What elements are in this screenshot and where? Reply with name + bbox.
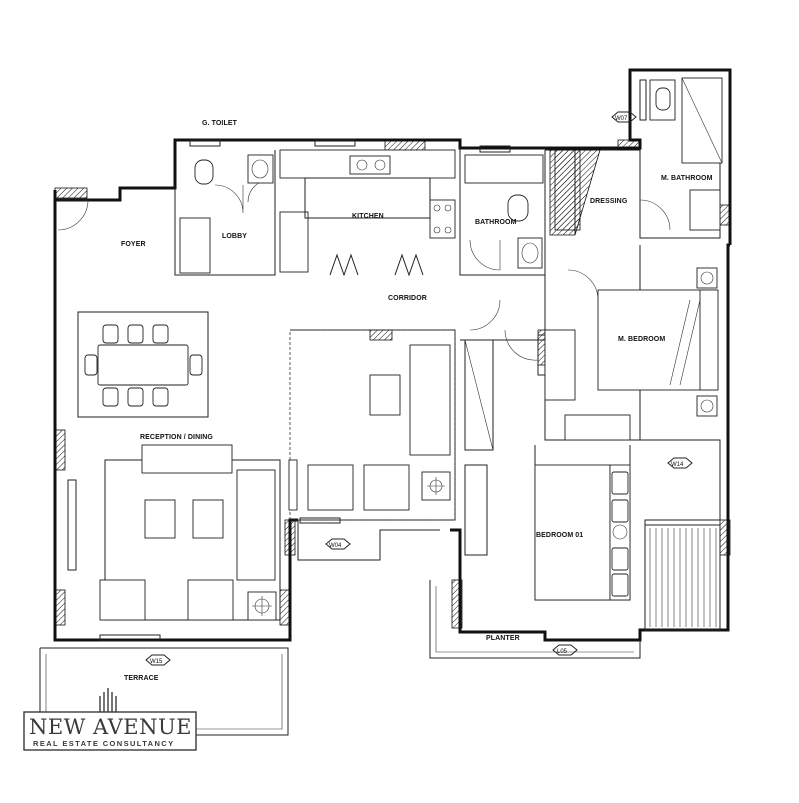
label-bathroom: BATHROOM xyxy=(475,219,517,226)
label-g-toilet: G. TOILET xyxy=(202,120,238,127)
bedroom-01-furniture xyxy=(534,464,631,601)
master-bedroom-furniture xyxy=(544,267,719,441)
label-foyer: FOYER xyxy=(121,241,146,248)
master-bathroom-fixtures xyxy=(649,77,723,231)
building-icon xyxy=(99,688,117,712)
tag-w07: W07 xyxy=(615,116,628,122)
label-bedroom-01: BEDROOM 01 xyxy=(536,532,583,539)
logo-tagline: REAL ESTATE CONSULTANCY xyxy=(33,739,175,748)
room-labels: G. TOILET LOBBY KITCHEN BATHROOM DRESSIN… xyxy=(121,120,713,682)
planter-outline xyxy=(429,579,641,659)
tag-w04: W04 xyxy=(329,543,342,549)
corridor-wardrobe xyxy=(464,339,494,556)
label-terrace: TERRACE xyxy=(124,675,159,682)
label-dressing: DRESSING xyxy=(590,198,628,205)
dressing-fixtures xyxy=(549,149,601,236)
opening-tags: W07 W14 W04 W15 L05 xyxy=(145,111,693,666)
living-room-furniture xyxy=(99,444,281,621)
family-room-furniture xyxy=(288,329,456,521)
doors xyxy=(57,179,671,361)
g-toilet-fixtures xyxy=(179,154,274,274)
windows xyxy=(67,79,647,642)
new-avenue-logo: NEW AVENUE REAL ESTATE CONSULTANCY xyxy=(23,688,197,751)
label-lobby: LOBBY xyxy=(222,233,247,240)
kitchen-fixtures xyxy=(279,149,456,273)
tag-w14: W14 xyxy=(671,462,684,468)
tag-l05: L05 xyxy=(557,649,568,655)
label-m-bathroom: M. BATHROOM xyxy=(661,175,713,182)
bathroom-fixtures xyxy=(464,154,544,269)
tag-w15: W15 xyxy=(150,659,163,665)
label-corridor: CORRIDOR xyxy=(388,295,427,302)
label-m-bedroom: M. BEDROOM xyxy=(618,336,665,343)
logo-name: NEW AVENUE xyxy=(29,715,192,739)
label-planter: PLANTER xyxy=(486,635,520,642)
label-kitchen: KITCHEN xyxy=(352,213,384,220)
dining-set xyxy=(77,311,209,418)
balcony-decking xyxy=(644,524,721,631)
label-reception-dining: RECEPTION / DINING xyxy=(140,434,213,441)
